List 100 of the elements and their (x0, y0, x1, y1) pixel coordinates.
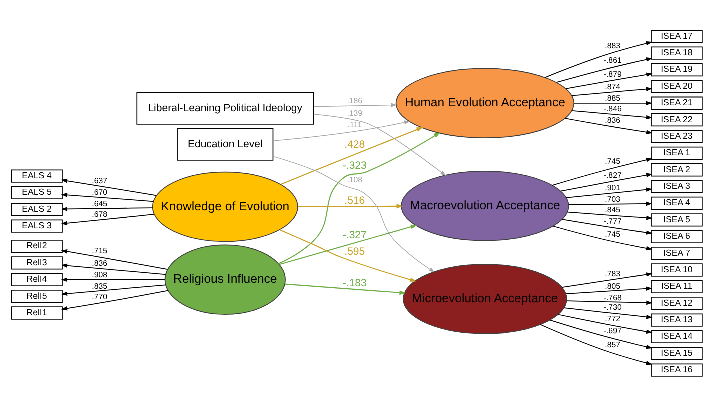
arrow (566, 300, 653, 306)
node-box: RelI1 (11, 306, 63, 320)
node-box: EALS 2 (11, 203, 63, 216)
arrow (562, 219, 653, 235)
arrow (280, 224, 418, 266)
arrow (550, 320, 653, 350)
node-box: ISEA 23 (651, 130, 703, 144)
arrow (272, 156, 435, 273)
edge-label: .836 (605, 116, 621, 125)
node-ellipse: Microevolution Acceptance (403, 264, 568, 334)
arrow (61, 290, 168, 311)
edge-label: .637 (92, 176, 108, 186)
node-box: ISEA 3 (651, 180, 703, 194)
arrow (552, 158, 653, 186)
edge-label: -.879 (604, 70, 622, 80)
edge-label: -.697 (604, 326, 622, 336)
edge-label: .845 (605, 205, 621, 214)
arrow (61, 250, 168, 270)
node-box: ISEA 19 (651, 63, 703, 77)
arrow (313, 114, 446, 176)
edge-label: -.861 (604, 56, 622, 66)
node-box: ISEA 15 (651, 347, 703, 360)
edge-label: .645 (92, 199, 108, 208)
edge-label: .908 (92, 270, 108, 280)
node-box: RelI2 (11, 240, 63, 254)
arrow (574, 101, 652, 106)
arrow (61, 178, 157, 196)
node-box: Education Level (177, 128, 274, 161)
arrow (545, 42, 653, 78)
node-box: ISEA 7 (651, 246, 703, 260)
edge-label: .678 (92, 210, 108, 219)
arrow (280, 127, 424, 186)
edge-label: .139 (347, 108, 363, 118)
arrow (564, 118, 653, 134)
arrow (567, 212, 653, 220)
edge-label: .670 (92, 188, 108, 197)
node-box: ISEA 2 (651, 164, 703, 177)
node-box: ISEA 4 (651, 196, 703, 210)
edge-label: .745 (605, 230, 621, 240)
edge-label: .108 (347, 176, 363, 185)
node-box: ISEA 18 (651, 46, 703, 60)
edge-label: .885 (605, 94, 621, 103)
arrow (558, 314, 653, 334)
arrow (540, 324, 652, 366)
arrow (61, 264, 166, 276)
arrow (566, 188, 653, 198)
node-box: ISEA 13 (651, 314, 703, 327)
arrow (61, 207, 154, 212)
arrow (572, 87, 653, 96)
arrow (285, 284, 406, 296)
edge-label: -.827 (604, 171, 622, 180)
arrow (556, 58, 653, 84)
node-box: ISEA 17 (651, 30, 703, 44)
node-ellipse: Religious Influence (164, 244, 286, 316)
node-box: ISEA 1 (651, 146, 703, 160)
node-box: Liberal-Leaning Political Ideology (136, 92, 314, 125)
node-box: EALS 5 (11, 186, 63, 200)
node-box: EALS 4 (11, 170, 63, 183)
node-box: ISEA 10 (651, 264, 703, 277)
edge-label: .901 (605, 184, 621, 193)
node-box: ISEA 6 (651, 230, 703, 244)
node-box: ISEA 16 (651, 364, 703, 377)
node-box: ISEA 22 (651, 114, 703, 127)
node-ellipse: Knowledge of Evolution (152, 172, 298, 242)
arrow (314, 103, 398, 108)
arrow (61, 284, 166, 296)
edge-label: .770 (92, 292, 108, 302)
edge-label: .186 (347, 96, 363, 106)
arrow (572, 110, 653, 120)
arrow (566, 72, 653, 90)
arrow (552, 226, 653, 251)
node-box: ISEA 12 (651, 297, 703, 310)
arrow (560, 173, 653, 192)
node-box: ISEA 20 (651, 80, 703, 94)
edge-label: -.730 (604, 302, 622, 312)
edge-label: -.777 (604, 216, 622, 226)
arrow (61, 214, 155, 226)
arrow (280, 230, 417, 282)
edge-label: .772 (605, 314, 621, 324)
node-box: ISEA 5 (651, 214, 703, 227)
edge-label: .836 (92, 259, 108, 268)
arrow (298, 204, 404, 209)
edge-label: .835 (92, 282, 108, 291)
node-box: RelI4 (11, 273, 63, 286)
arrow (61, 278, 166, 282)
arrow (273, 120, 410, 142)
node-box: RelI5 (11, 290, 63, 304)
arrow (568, 202, 653, 206)
edge-label: .703 (605, 194, 621, 204)
edge-label: -.327 (342, 229, 367, 242)
node-box: ISEA 14 (651, 330, 703, 344)
arrow (562, 272, 653, 288)
node-box: RelI3 (11, 256, 63, 270)
node-box: EALS 3 (11, 220, 63, 233)
edge-label: .428 (344, 138, 366, 151)
edge-label: -.768 (604, 293, 622, 302)
edge-label: .715 (92, 246, 108, 256)
edge-label: .874 (605, 82, 621, 92)
edge-label: .595 (344, 246, 366, 258)
node-box: ISEA 21 (651, 96, 703, 110)
